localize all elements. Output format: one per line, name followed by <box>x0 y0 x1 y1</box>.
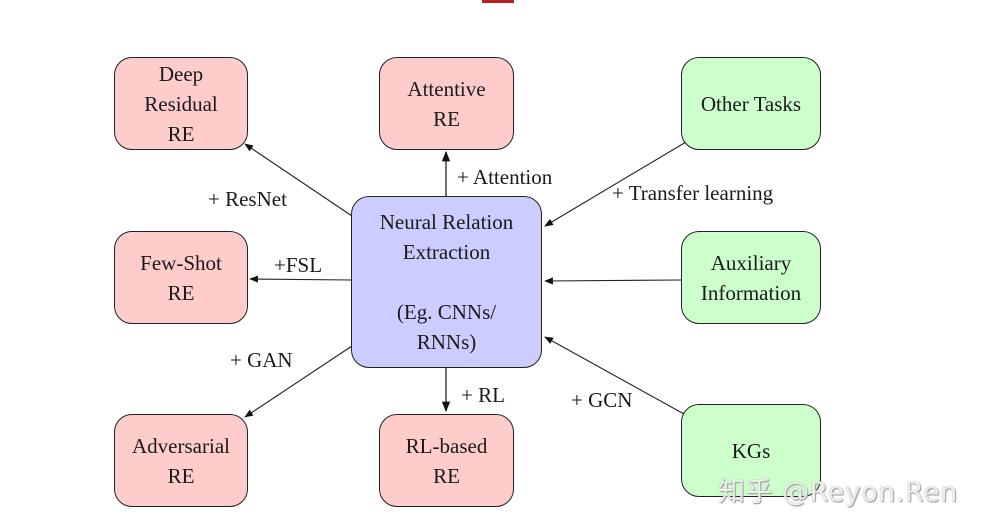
node-attentive-re: Attentive RE <box>379 57 514 150</box>
top-red-mark <box>482 0 514 3</box>
edge-label-resnet: + ResNet <box>208 187 287 211</box>
node-label: Deep Residual RE <box>144 61 218 146</box>
edge-label-gan: + GAN <box>230 348 293 372</box>
edge-auxiliary <box>544 277 682 285</box>
edge-transfer-learning <box>544 141 687 227</box>
node-other-tasks: Other Tasks <box>681 57 821 150</box>
edge-resnet <box>244 143 353 217</box>
node-kgs: KGs <box>681 404 821 497</box>
node-auxiliary-information: Auxiliary Information <box>681 231 821 324</box>
node-label: Other Tasks <box>700 91 802 116</box>
node-label: Neural Relation Extraction (Eg. CNNs/ RN… <box>379 210 514 354</box>
edge-label-transfer-learning: + Transfer learning <box>612 181 774 205</box>
node-rl-based-re: RL-based RE <box>379 414 514 507</box>
node-label: Adversarial RE <box>132 433 230 488</box>
node-label: RL-based RE <box>405 433 488 488</box>
node-label: Auxiliary Information <box>700 250 802 305</box>
node-deep-residual-re: Deep Residual RE <box>114 57 248 150</box>
node-label: Few-Shot RE <box>140 250 222 305</box>
edge-label-rl: + RL <box>461 383 505 407</box>
node-label: Attentive RE <box>407 76 486 131</box>
edge-gcn <box>544 336 685 415</box>
edge-label-fsl: +FSL <box>274 253 323 277</box>
edge-fsl <box>249 275 353 283</box>
node-adversarial-re: Adversarial RE <box>114 414 248 507</box>
edge-label-gcn: + GCN <box>571 388 633 412</box>
node-label: KGs <box>731 438 771 463</box>
edge-gan <box>244 345 353 418</box>
node-few-shot-re: Few-Shot RE <box>114 231 248 324</box>
node-neural-relation-extraction: Neural Relation Extraction (Eg. CNNs/ RN… <box>351 196 542 368</box>
edge-label-attention: + Attention <box>457 165 553 189</box>
watermark: 知乎 @Reyon.Ren <box>718 477 958 508</box>
